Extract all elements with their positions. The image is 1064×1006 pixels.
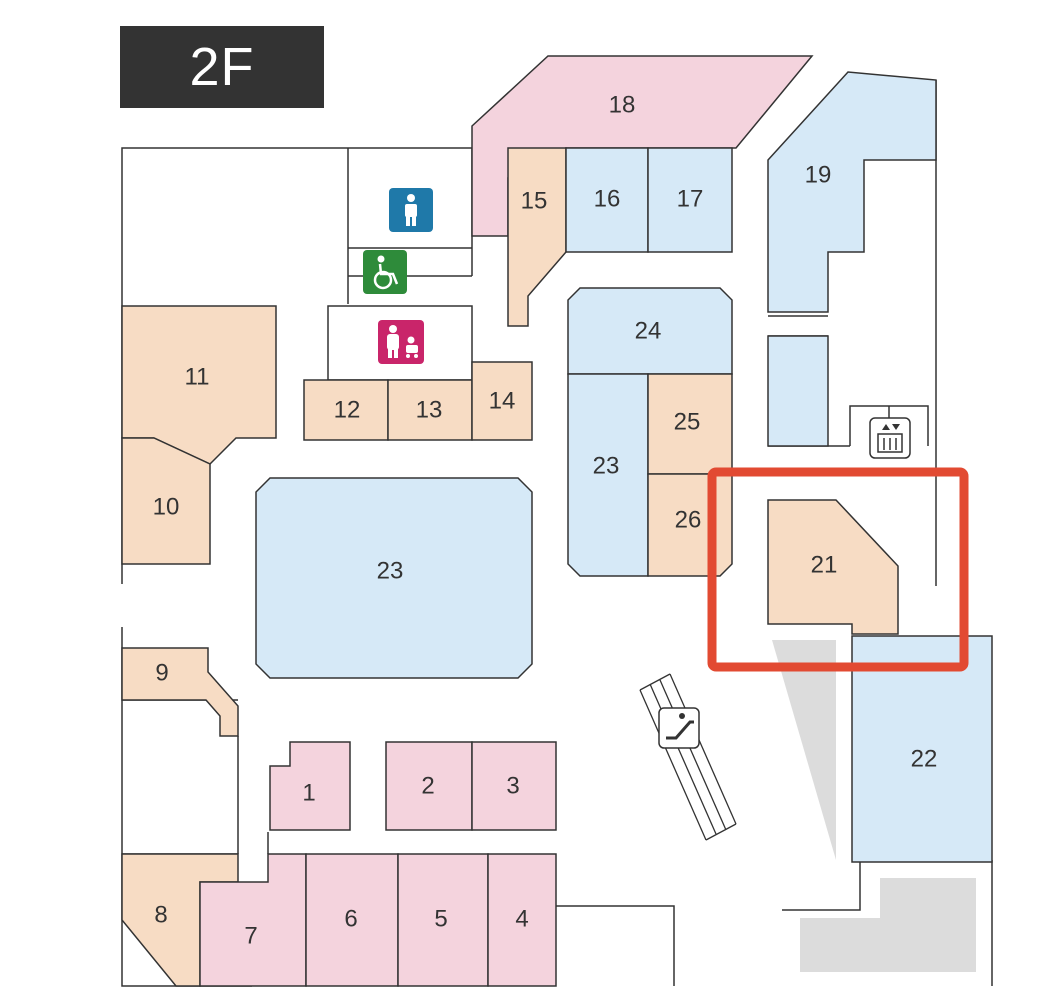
void-area [800,878,976,972]
shop-14-label: 14 [489,387,516,414]
shop-1-label: 1 [302,779,315,806]
shop-6-area[interactable] [305,853,399,987]
shop-13-area[interactable] [387,379,473,441]
shop-16-label: 16 [594,185,621,212]
shop-21-area[interactable] [767,499,899,635]
shop-25-label: 25 [674,408,701,435]
shop-26-label: 26 [675,506,702,533]
highlight-frame [707,467,969,672]
shop-17-label: 17 [677,185,704,212]
shop-1-area[interactable] [269,741,351,831]
shop-23-main-label: 23 [377,557,404,584]
shop-22-area[interactable] [851,635,993,863]
shop-2-label: 2 [421,772,434,799]
floor-label: 2F [189,37,255,97]
shop-9-area[interactable] [121,647,239,737]
shop-14-area[interactable] [471,361,533,441]
shop-7-label: 7 [244,922,257,949]
shop-10-label: 10 [153,493,180,520]
shop-10-area[interactable] [121,437,211,565]
shop-shapes [121,55,993,987]
shop-23-right-label: 23 [593,452,620,479]
shop-5-area[interactable] [397,853,489,987]
shop-5-label: 5 [434,905,447,932]
blue-block [767,335,829,447]
shop-19-area[interactable] [767,71,937,313]
shop-3-area[interactable] [471,741,557,831]
shop-17-area[interactable] [647,147,733,253]
escalator [639,673,737,841]
shop-23-right-area[interactable] [567,373,649,577]
void-area [772,640,836,860]
shop-12-label: 12 [334,396,361,423]
shop-9-label: 9 [155,659,168,686]
shop-11-label: 11 [185,363,210,390]
shop-22-label: 22 [911,745,938,772]
wheelchair-icon [363,250,407,294]
shop-13-label: 13 [416,396,443,423]
shop-2-area[interactable] [385,741,473,831]
floor-badge: 2F [120,26,324,108]
shop-4-area[interactable] [487,853,557,987]
shop-15-label: 15 [521,187,548,214]
shop-15-area[interactable] [507,147,567,327]
shop-3-label: 3 [506,772,519,799]
nursing-room-icon [378,320,424,364]
shop-23-main-area[interactable] [255,477,533,679]
shop-6-label: 6 [344,905,357,932]
shop-19-label: 19 [805,161,832,188]
elevator-icon [869,417,911,459]
shop-4-label: 4 [515,905,528,932]
shop-25-area[interactable] [647,373,733,475]
restroom-icon [389,188,433,232]
shop-labels: 18 15 16 17 19 11 10 12 13 14 24 23 25 2… [153,91,938,949]
shop-18-label: 18 [609,91,636,118]
shop-21-label: 21 [811,551,838,578]
shop-16-area[interactable] [565,147,649,253]
shop-24-label: 24 [635,317,662,344]
escalator-icon [658,707,700,749]
shop-12-area[interactable] [303,379,389,441]
shop-8-label: 8 [154,901,167,928]
